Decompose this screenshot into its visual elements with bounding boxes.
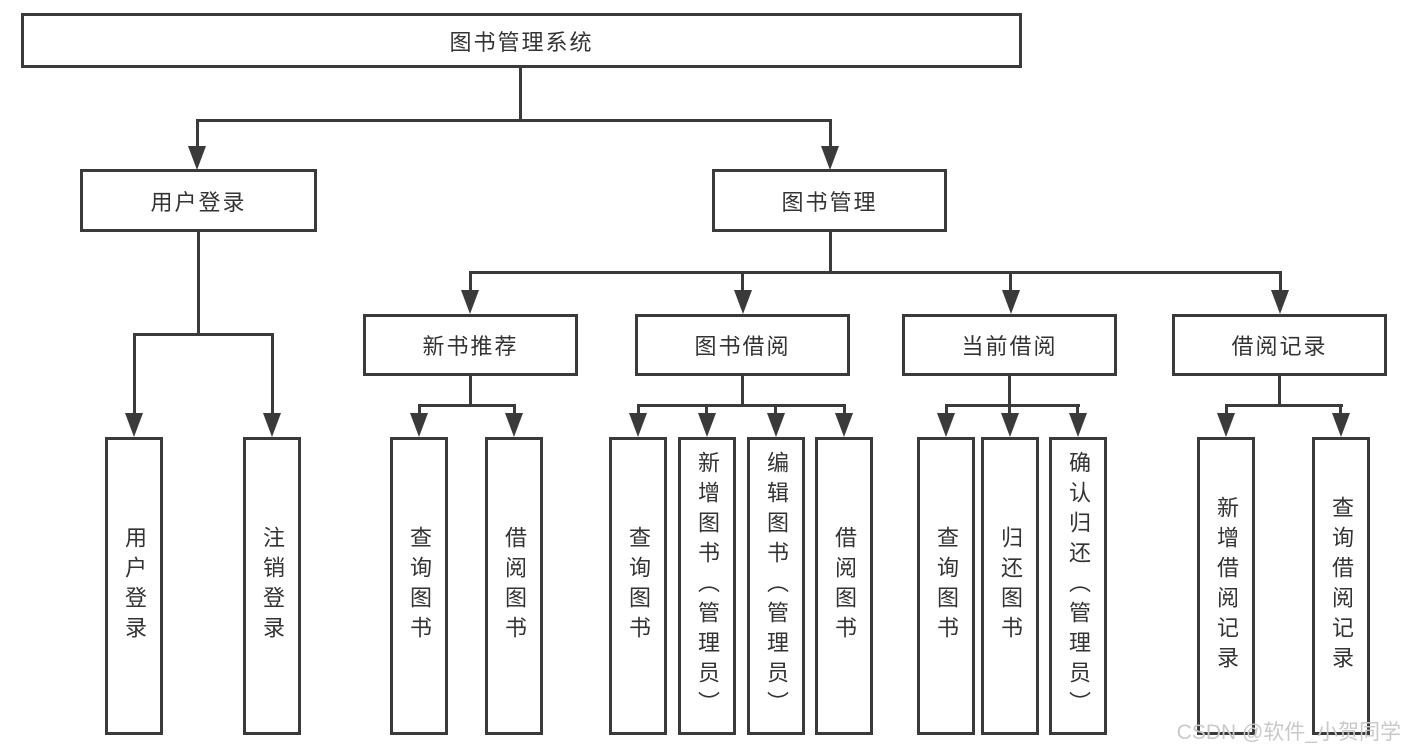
connector-records-stem [1278,376,1281,407]
connector-drop-login [196,119,199,152]
connector-drop-mgmt [829,119,832,152]
leaf-borrow-books-borrow: 借阅图书 [815,437,873,735]
connector-mgmt-split [469,271,1282,274]
connector-login-stem [197,232,200,336]
leaf-query-books-recommend: 查询图书 [390,437,448,735]
connector-recommend-stem [469,376,472,407]
connector-drop-recommend [469,271,472,293]
connector-login-split [133,333,274,336]
connector-drop-c1 [945,404,948,416]
leaf-query-books-borrow: 查询图书 [609,437,667,735]
leaf-borrow-books-recommend: 借阅图书 [485,437,543,735]
leaf-add-borrow-record: 新增借阅记录 [1197,437,1255,735]
connector-drop-b4 [843,404,846,416]
arrowhead-b4 [835,413,853,437]
arrowhead-login [188,146,206,170]
connector-drop-r2 [513,404,516,416]
connector-root-stem [519,68,522,121]
arrowhead-borrow [734,290,752,314]
node-current-borrowing: 当前借阅 [902,314,1117,376]
connector-borrow-split [637,404,846,407]
arrowhead-rec2 [1332,413,1350,437]
node-book-management: 图书管理 [712,169,947,232]
arrowhead-current [1002,290,1020,314]
leaf-user-login: 用户登录 [105,437,163,735]
connector-drop-b2 [705,404,708,416]
connector-drop-leaf-login [133,333,136,415]
arrowhead-b1 [629,413,647,437]
arrowhead-leaf-logout [263,413,281,437]
arrowhead-rec1 [1217,413,1235,437]
connector-drop-borrow [741,271,744,293]
leaf-query-books-current: 查询图书 [917,437,975,735]
leaf-add-book-admin: 新增图书（管理员） [678,437,736,735]
connector-drop-current [1009,271,1012,293]
arrowhead-r2 [505,413,523,437]
arrowhead-c1 [937,413,955,437]
connector-borrow-stem [741,376,744,407]
arrowhead-records [1271,290,1289,314]
arrowhead-recommend [461,290,479,314]
connector-current-stem [1008,376,1011,407]
connector-drop-b3 [774,404,777,416]
connector-drop-leaf-logout [271,333,274,415]
connector-mgmt-stem [829,232,832,274]
leaf-confirm-return-admin: 确认归还（管理员） [1049,437,1107,735]
arrowhead-r1 [410,413,428,437]
connector-recommend-split [418,404,516,407]
leaf-logout-login: 注销登录 [243,437,301,735]
node-borrowing-records: 借阅记录 [1172,314,1387,376]
connector-drop-records [1279,271,1282,293]
connector-records-split [1225,404,1343,407]
connector-root-split [196,119,832,122]
arrowhead-leaf-login [125,413,143,437]
node-new-book-recommend: 新书推荐 [363,314,578,376]
arrowhead-b3 [767,413,785,437]
arrowhead-c2 [1001,413,1019,437]
leaf-return-books: 归还图书 [981,437,1039,735]
connector-current-split [945,404,1080,407]
arrowhead-b2 [698,413,716,437]
arrowhead-c3 [1069,413,1087,437]
connector-drop-r1 [418,404,421,416]
leaf-query-borrow-record: 查询借阅记录 [1312,437,1370,735]
connector-drop-c3 [1076,404,1079,416]
arrowhead-mgmt [821,146,839,170]
connector-drop-rec2 [1339,404,1342,416]
node-book-borrowing: 图书借阅 [635,314,850,376]
connector-drop-rec1 [1225,404,1228,416]
leaf-edit-book-admin: 编辑图书（管理员） [747,437,805,735]
node-user-login: 用户登录 [80,169,317,232]
connector-drop-b1 [637,404,640,416]
connector-drop-c2 [1008,404,1011,416]
node-root: 图书管理系统 [21,13,1022,68]
csdn-watermark: CSDN @软件_小贺同学 [1176,721,1401,744]
